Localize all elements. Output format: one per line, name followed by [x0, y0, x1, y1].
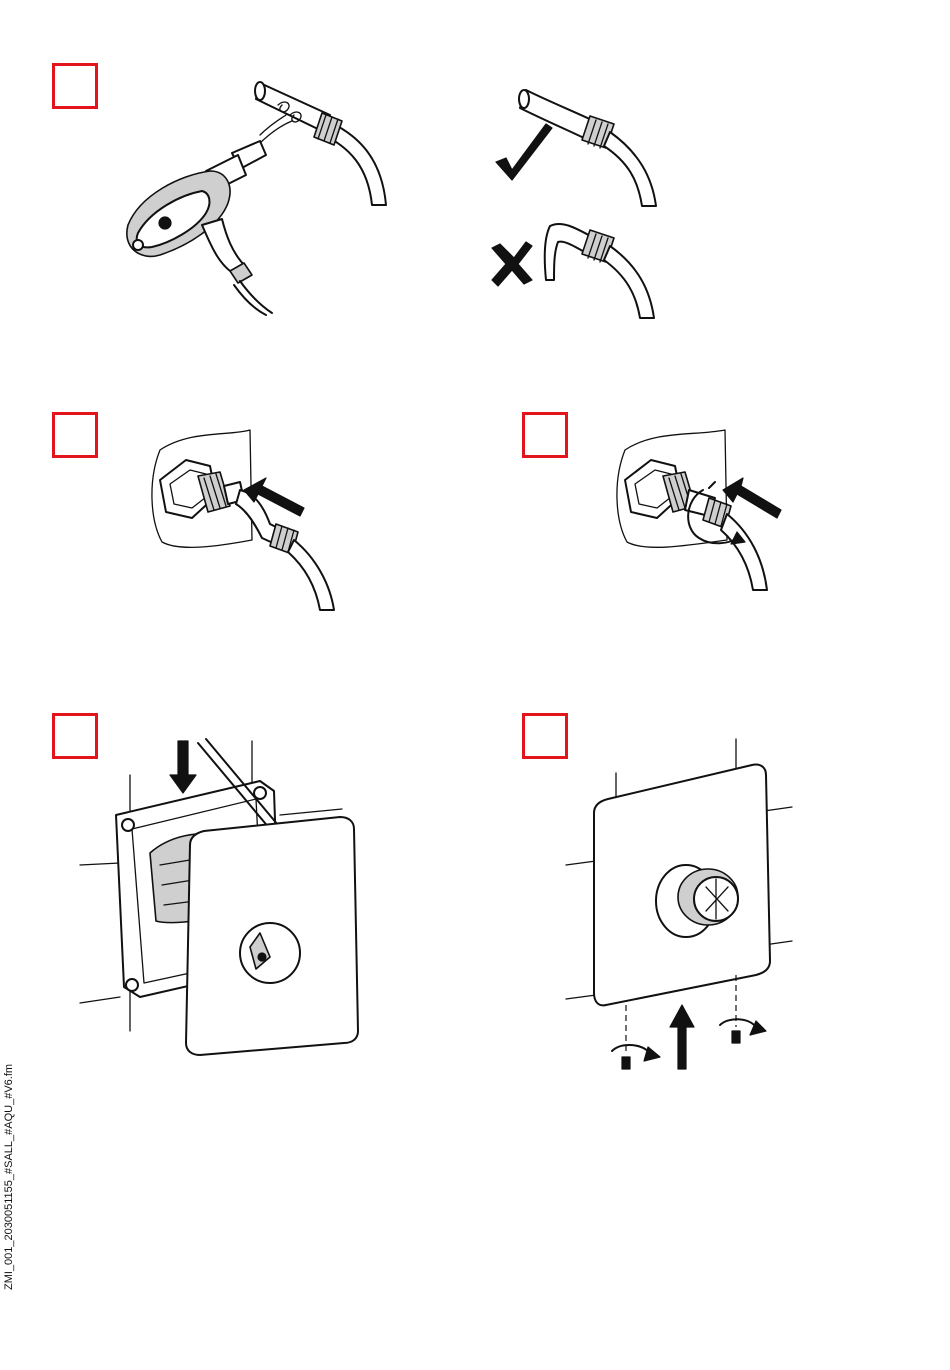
- attach-plate-illustration: [560, 735, 810, 1075]
- insert-tube-illustration: [140, 420, 360, 620]
- mount-cover-illustration: [80, 735, 380, 1065]
- step-box-1: [52, 63, 98, 109]
- step-box-2: [52, 412, 98, 458]
- x-mark-icon: [492, 242, 532, 286]
- step-box-3: [522, 412, 568, 458]
- tighten-nut-illustration: [605, 420, 825, 620]
- check-mark-icon: [496, 124, 552, 180]
- heat-gun-illustration: [110, 75, 410, 325]
- bend-comparison: [480, 80, 680, 330]
- file-label: ZMI_001_2030051155_#SALL_#AQU_#V6.fm: [3, 1064, 15, 1290]
